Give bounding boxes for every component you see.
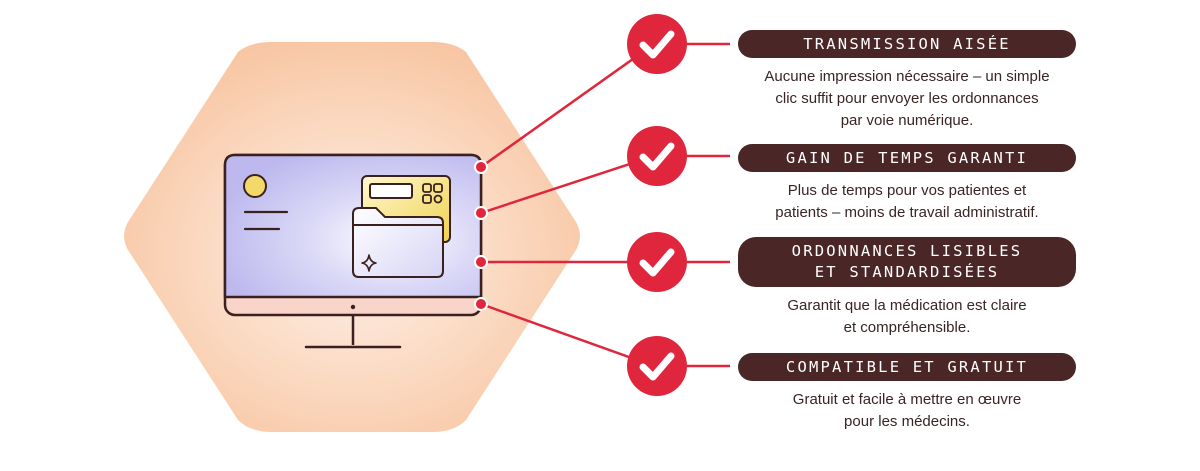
feature-title-line: ORDONNANCES LISIBLES: [791, 242, 1023, 260]
feature-desc-line: et compréhensible.: [843, 319, 971, 336]
check-icon: [627, 232, 687, 292]
feature-desc-line: Gratuit et facile à mettre en œuvre: [792, 391, 1022, 408]
check-icon: [627, 14, 687, 74]
feature-desc-line: pour les médecins.: [844, 413, 970, 430]
text-lines: [243, 210, 289, 231]
feature-desc-line: Aucune impression nécessaire – un simple: [764, 68, 1050, 85]
feature-desc-line: Garantit que la médication est claire: [787, 297, 1027, 314]
feature-desc-transmission: Aucune impression nécessaire – un simple…: [718, 66, 1096, 132]
feature-desc-compatible: Gratuit et facile à mettre en œuvre pour…: [718, 389, 1096, 433]
feature-title-line: ET STANDARDISÉES: [814, 263, 1000, 281]
feature-desc-line: clic suffit pour envoyer les ordonnances: [775, 90, 1039, 107]
feature-desc-ordonnances: Garantit que la médication est claire et…: [718, 295, 1096, 339]
connector-dots: [474, 160, 488, 311]
check-icon: [627, 126, 687, 186]
feature-title-line: TRANSMISSION AISÉE: [803, 34, 1011, 53]
feature-title-gain-de-temps: GAIN DE TEMPS GARANTI: [738, 144, 1076, 172]
feature-title-line: COMPATIBLE ET GRATUIT: [785, 357, 1029, 376]
feature-title-ordonnances: ORDONNANCES LISIBLES ET STANDARDISÉES: [738, 237, 1076, 287]
feature-title-compatible: COMPATIBLE ET GRATUIT: [738, 353, 1076, 381]
folder-icon: [352, 207, 444, 278]
feature-title-line: GAIN DE TEMPS GARANTI: [785, 148, 1029, 167]
connector-lines: [480, 42, 730, 368]
feature-desc-gain-de-temps: Plus de temps pour vos patientes et pati…: [718, 180, 1096, 224]
feature-title-transmission: TRANSMISSION AISÉE: [738, 30, 1076, 58]
avatar-circle-icon: [243, 174, 267, 198]
check-icon: [627, 336, 687, 396]
sparkle-icon: [361, 254, 377, 272]
feature-desc-line: Plus de temps pour vos patientes et: [787, 182, 1027, 199]
feature-desc-line: patients – moins de travail administrati…: [775, 204, 1039, 221]
feature-desc-line: par voie numérique.: [840, 112, 974, 129]
